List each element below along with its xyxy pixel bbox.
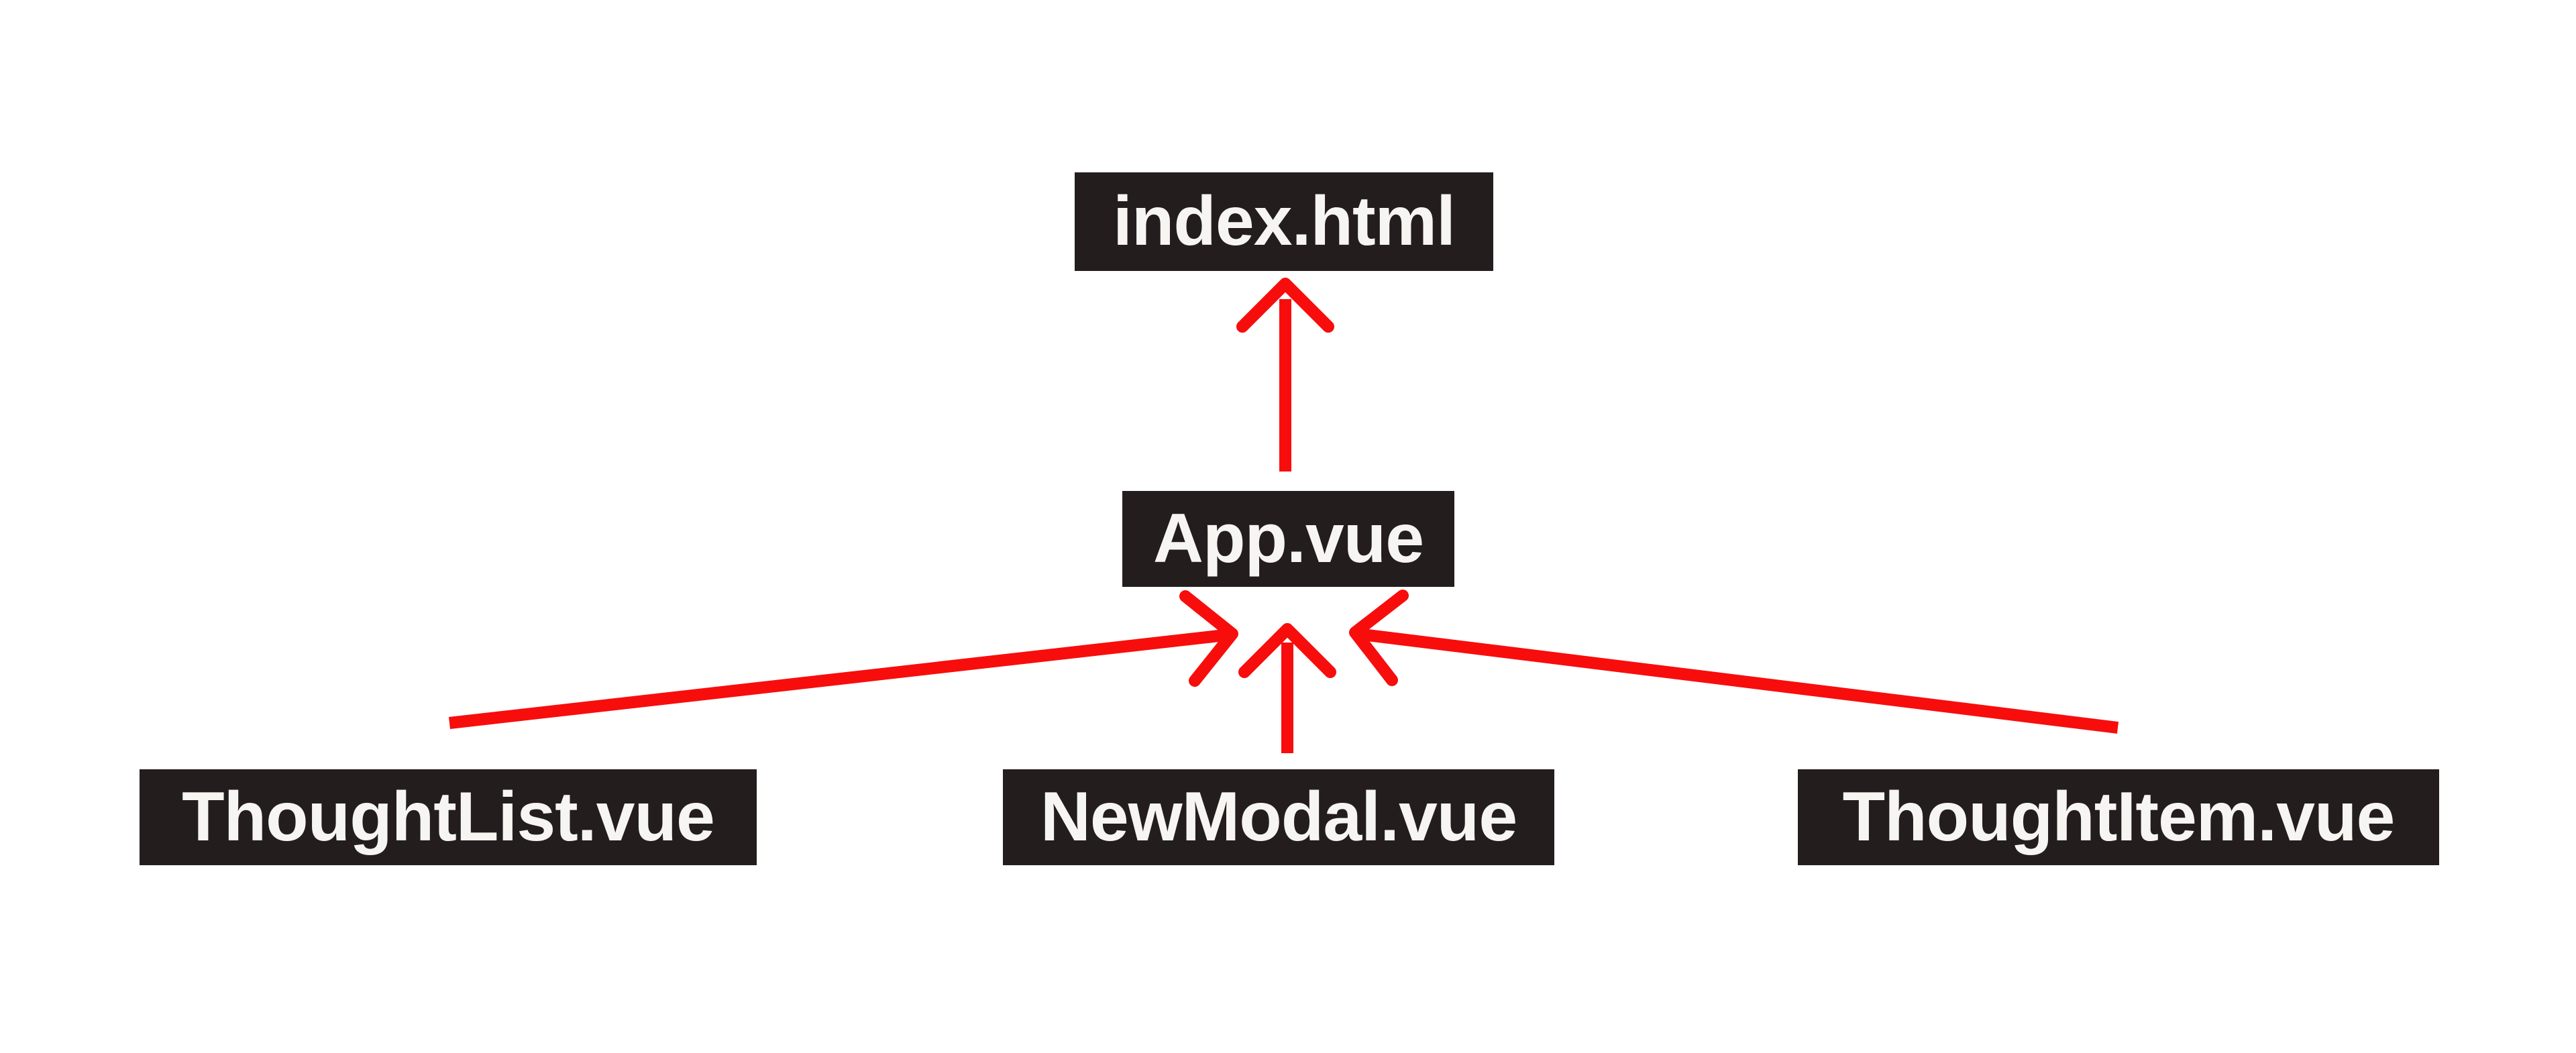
node-thoughtlist-vue: ThoughtList.vue <box>140 769 757 865</box>
node-label-index-html: index.html <box>1112 182 1456 260</box>
node-label-app-vue: App.vue <box>1152 500 1424 577</box>
arrow-thoughtlist-to-app <box>448 590 1238 729</box>
node-newmodal-vue: NewModal.vue <box>1003 769 1554 865</box>
node-thoughtitem-vue: ThoughtItem.vue <box>1798 769 2439 865</box>
arrow-app-to-index <box>1236 278 1334 472</box>
node-app-vue: App.vue <box>1122 491 1454 587</box>
node-index-html: index.html <box>1075 172 1493 271</box>
arrow-newmodal-to-app <box>1238 623 1336 753</box>
node-label-thoughtlist-vue: ThoughtList.vue <box>182 778 715 856</box>
arrow-thoughtitem-to-app <box>1349 590 2119 734</box>
node-label-thoughtitem-vue: ThoughtItem.vue <box>1842 778 2396 856</box>
node-label-newmodal-vue: NewModal.vue <box>1040 778 1517 856</box>
